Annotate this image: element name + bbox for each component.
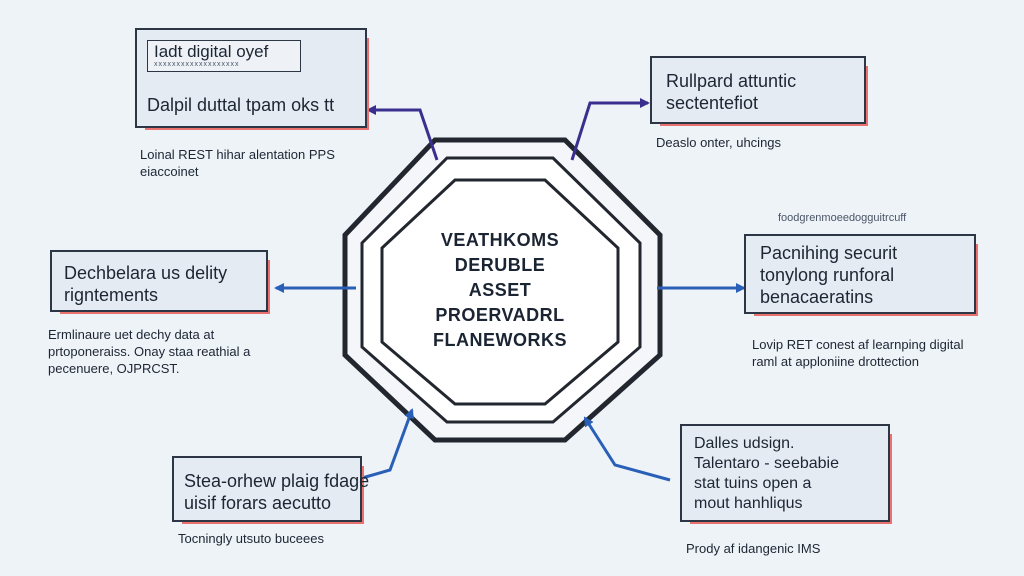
mid-right-caption-line-2: raml at apploniine drottection xyxy=(752,354,919,369)
arrow-bottom-left-to-center xyxy=(361,408,414,480)
top-left-line: Dalpil duttal tpam oks tt xyxy=(147,95,335,115)
mid-right-header: foodgrenmoeedogguitrcuff xyxy=(778,212,907,224)
bottom-right-line-3: stat tuins open a xyxy=(694,475,812,492)
center-line-3: ASSET xyxy=(468,280,532,300)
mid-left-caption-line-2: prtoponeraiss. Onay staa reathial a xyxy=(48,344,251,359)
mid-right-line-1: Pacnihing securit xyxy=(760,243,898,263)
top-left-box: Iadt digital oyef xxxxxxxxxxxxxxxxxxx Da… xyxy=(135,28,367,128)
bottom-left-line-1: Stea-orhew plaig fdage xyxy=(184,471,370,491)
mid-left-line-2: rigntements xyxy=(64,285,159,305)
bottom-right-caption: Prody af idangenic IMS xyxy=(686,541,821,556)
mid-right-caption-line-1: Lovip RET conest af learnping digital xyxy=(752,337,964,352)
top-left-inset-sub: xxxxxxxxxxxxxxxxxxx xyxy=(154,61,240,68)
top-left-caption-line-1: Loinal REST hihar alentation PPS xyxy=(140,147,335,162)
top-left-inset-title: Iadt digital oyef xyxy=(154,42,269,61)
top-right-line-1: Rullpard attuntic xyxy=(666,71,797,91)
mid-left-caption: Ermlinaure uet dechy data at prtoponerai… xyxy=(48,326,250,377)
top-left-inset: Iadt digital oyef xxxxxxxxxxxxxxxxxxx xyxy=(147,40,301,72)
bottom-left-box: Stea-orhew plaig fdage uisif forars aecu… xyxy=(172,456,370,522)
mid-right-caption: Lovip RET conest af learnping digital ra… xyxy=(752,336,964,370)
bottom-right-line-1: Dalles udsign. xyxy=(694,435,795,452)
bottom-left-caption: Tocningly utsuto buceees xyxy=(178,531,324,546)
arrow-bottom-right-to-center xyxy=(583,416,671,482)
octagon-inner-ring xyxy=(380,178,620,406)
mid-left-line-1: Dechbelara us delity xyxy=(64,263,228,283)
arrow-center-to-top-right xyxy=(570,98,650,161)
arrow-center-to-top-left xyxy=(366,105,439,161)
center-title: VEATHKOMS DERUBLE ASSET PROERVADRL FLANE… xyxy=(405,228,595,353)
top-left-caption: Loinal REST hihar alentation PPS eiaccoi… xyxy=(140,146,335,180)
bottom-right-line-2: Talentaro - seebabie xyxy=(694,455,839,472)
mid-right-line-2: tonylong runforal xyxy=(760,265,895,285)
top-left-caption-line-2: eiaccoinet xyxy=(140,164,199,179)
mid-left-caption-line-3: pecenuere, OJPRCST. xyxy=(48,361,180,376)
mid-right-box: Pacnihing securit tonylong runforal bena… xyxy=(744,234,976,314)
bottom-left-line-2: uisif forars aecutto xyxy=(184,493,332,513)
bottom-right-line-4: mout hanhliqus xyxy=(694,495,803,512)
bottom-right-box: Dalles udsign. Talentaro - seebabie stat… xyxy=(680,424,890,522)
center-line-4: PROERVADRL xyxy=(435,305,565,325)
mid-left-caption-line-1: Ermlinaure uet dechy data at xyxy=(48,327,215,342)
top-right-line-2: sectentefiot xyxy=(666,93,759,113)
center-line-5: FLANEWORKS xyxy=(433,330,567,350)
mid-right-line-3: benacaeratins xyxy=(760,287,874,307)
mid-left-box: Dechbelara us delity rigntements xyxy=(50,250,268,312)
top-right-box: Rullpard attuntic sectentefiot xyxy=(650,56,866,124)
center-line-1: VEATHKOMS xyxy=(440,230,560,250)
center-line-2: DERUBLE xyxy=(454,255,546,275)
top-right-caption: Deaslo onter, uhcings xyxy=(656,135,782,150)
